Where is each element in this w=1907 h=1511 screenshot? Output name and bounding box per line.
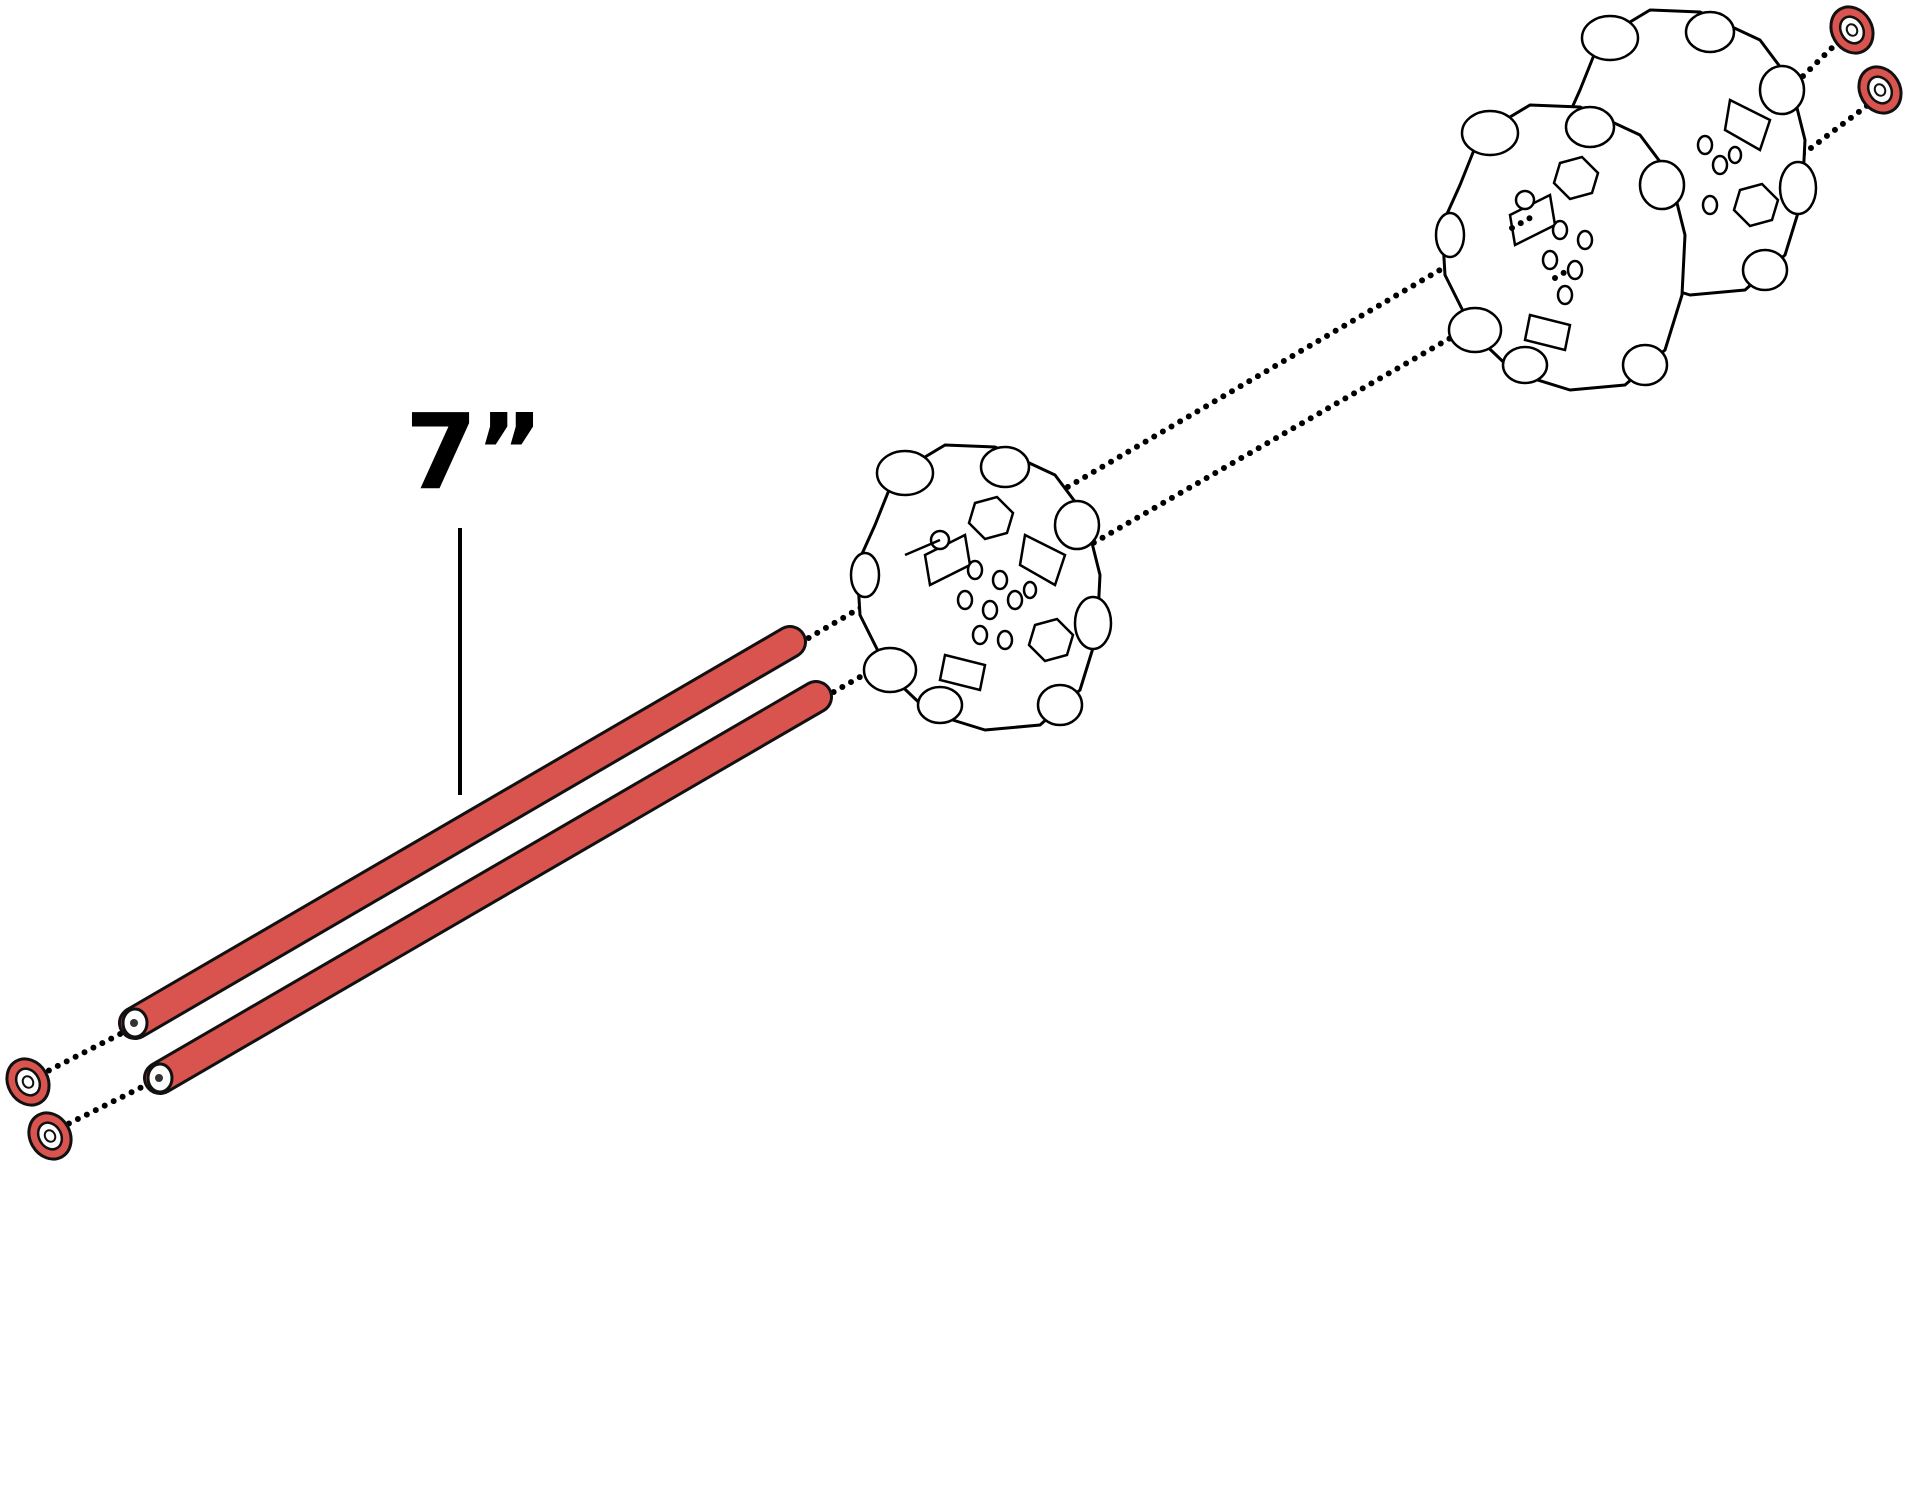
guide-line-upper-through-hub bbox=[1509, 215, 1533, 231]
standoff-rod-lower bbox=[143, 680, 833, 1095]
washer-right-lower bbox=[1857, 65, 1903, 115]
guide-line-lower-left bbox=[57, 1079, 155, 1131]
hub-right-front bbox=[1434, 103, 1687, 392]
hub-middle bbox=[849, 443, 1113, 732]
guide-line-upper-left bbox=[37, 1027, 131, 1078]
washer-right-upper bbox=[1829, 5, 1875, 55]
washer-left-lower bbox=[27, 1111, 73, 1161]
standoff-rod-upper bbox=[118, 625, 807, 1040]
dimension-label: 7” bbox=[405, 391, 544, 513]
guide-line-lower-through-hub bbox=[1552, 265, 1575, 281]
guide-line-lower-right bbox=[1792, 102, 1871, 163]
washer-left-upper bbox=[5, 1057, 51, 1107]
